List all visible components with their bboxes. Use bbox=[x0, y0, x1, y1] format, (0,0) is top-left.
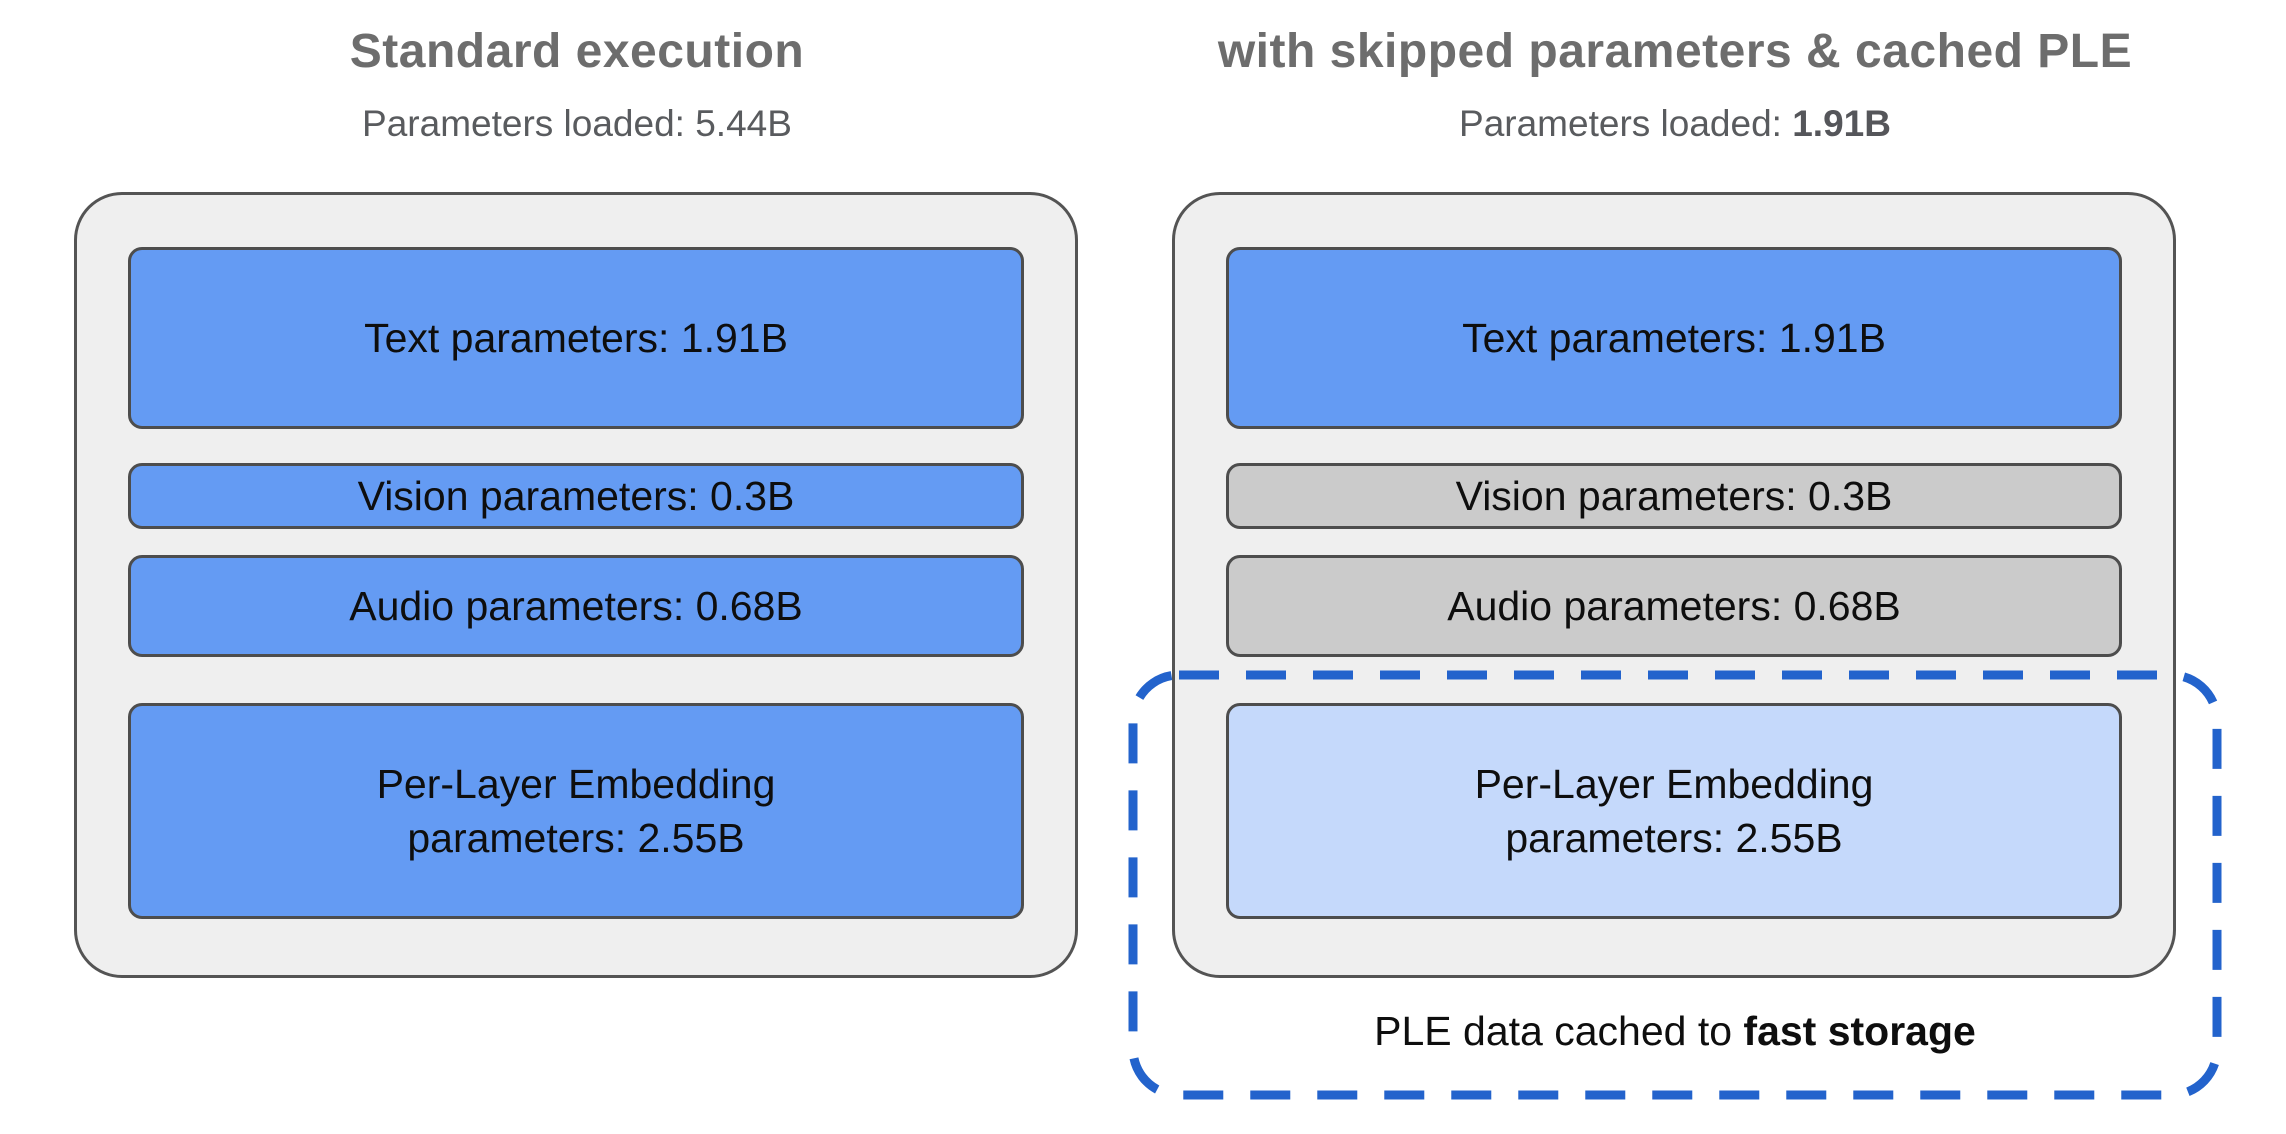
cache-note-prefix: PLE data cached to bbox=[1374, 1008, 1744, 1054]
right-subtitle-value: 1.91B bbox=[1792, 103, 1891, 144]
left-subtitle-value: 5.44B bbox=[695, 103, 792, 144]
left-subtitle-prefix: Parameters loaded: bbox=[362, 103, 696, 144]
cache-note: PLE data cached to fast storage bbox=[1133, 1008, 2217, 1055]
left-model-container: Text parameters: 1.91B Vision parameters… bbox=[74, 192, 1078, 978]
left-vision-params-box: Vision parameters: 0.3B bbox=[128, 463, 1024, 529]
cache-note-bold-text: fast storage bbox=[1743, 1008, 1976, 1054]
right-model-container: Text parameters: 1.91B Vision parameters… bbox=[1172, 192, 2176, 978]
right-vision-params-label: Vision parameters: 0.3B bbox=[1455, 472, 1893, 519]
right-vision-params-box-skipped: Vision parameters: 0.3B bbox=[1226, 463, 2122, 529]
right-ple-params-label-line1: Per-Layer Embedding bbox=[1474, 760, 1874, 807]
left-audio-params-label: Audio parameters: 0.68B bbox=[349, 582, 803, 629]
left-panel-subtitle: Parameters loaded: 5.44B bbox=[74, 103, 1080, 145]
left-audio-params-box: Audio parameters: 0.68B bbox=[128, 555, 1024, 657]
left-ple-params-label-line2: parameters: 2.55B bbox=[407, 815, 745, 861]
right-panel-subtitle: Parameters loaded: 1.91B bbox=[1133, 103, 2217, 145]
left-panel-title: Standard execution bbox=[349, 25, 805, 78]
left-text-params-label: Text parameters: 1.91B bbox=[364, 314, 788, 361]
right-text-params-label: Text parameters: 1.91B bbox=[1462, 314, 1886, 361]
right-audio-params-label: Audio parameters: 0.68B bbox=[1447, 582, 1901, 629]
left-text-params-box: Text parameters: 1.91B bbox=[128, 247, 1024, 429]
left-ple-params-box: Per-Layer Embedding parameters: 2.55B bbox=[128, 703, 1024, 919]
right-text-params-box: Text parameters: 1.91B bbox=[1226, 247, 2122, 429]
right-ple-params-label-line2: parameters: 2.55B bbox=[1505, 815, 1843, 861]
right-ple-params-box-cached: Per-Layer Embedding parameters: 2.55B bbox=[1226, 703, 2122, 919]
right-audio-params-box-skipped: Audio parameters: 0.68B bbox=[1226, 555, 2122, 657]
left-vision-params-label: Vision parameters: 0.3B bbox=[357, 472, 795, 519]
left-ple-params-label-line1: Per-Layer Embedding bbox=[376, 760, 776, 807]
right-subtitle-prefix: Parameters loaded: bbox=[1459, 103, 1793, 144]
right-panel-title: with skipped parameters & cached PLE bbox=[1217, 25, 2133, 78]
